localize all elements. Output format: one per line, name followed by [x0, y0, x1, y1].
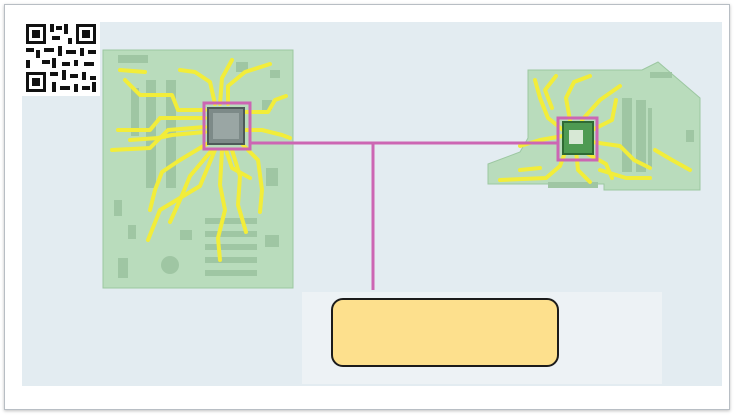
- left-board-fan: [161, 256, 179, 274]
- right-chip-highlight: [556, 116, 599, 162]
- connector-lines: [250, 141, 558, 290]
- right-laptop-board: [487, 61, 701, 191]
- right-board-components: [548, 72, 694, 188]
- right-board-traces: [498, 74, 692, 184]
- callout-box: [331, 298, 559, 367]
- right-chip-die: [569, 130, 583, 144]
- left-motherboard: [102, 49, 294, 289]
- left-cpu-die: [213, 113, 239, 139]
- qr-code-icon: [22, 20, 100, 96]
- left-board-traces: [110, 58, 292, 262]
- left-cpu-highlight: [202, 101, 252, 151]
